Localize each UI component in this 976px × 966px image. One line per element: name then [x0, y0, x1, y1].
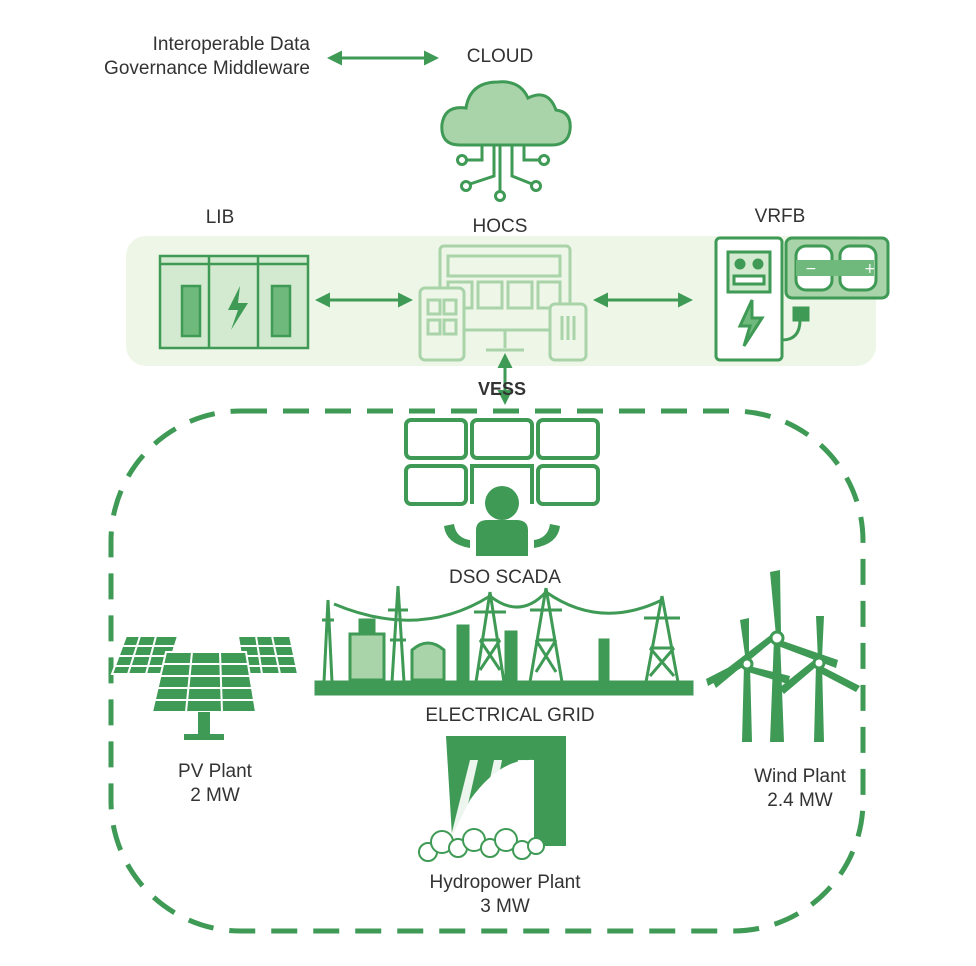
vess-dashed-boundary — [108, 408, 866, 934]
pv-plant-name: PV Plant — [178, 761, 252, 782]
pv-plant-capacity: 2 MW — [190, 785, 240, 806]
electrical-grid-icon — [314, 585, 694, 696]
middleware-label-line1: Interoperable Data — [152, 34, 310, 55]
wind-plant-name: Wind Plant — [754, 766, 846, 787]
scada-operator-icon — [404, 418, 600, 556]
hocs-devices-icon — [418, 244, 588, 362]
cloud-icon — [440, 80, 572, 202]
vrfb-battery-icon: − + — [714, 236, 890, 362]
hydropower-dam-icon — [418, 736, 566, 862]
hydro-plant-name: Hydropower Plant — [429, 872, 581, 893]
vess-label: VESS — [477, 379, 527, 399]
hocs-label: HOCS — [472, 216, 528, 237]
scada-label: DSO SCADA — [449, 567, 561, 588]
wind-turbines-icon — [706, 570, 860, 742]
solar-panels-icon — [110, 635, 300, 740]
hydro-plant-capacity: 3 MW — [480, 896, 530, 917]
wind-plant-capacity: 2.4 MW — [767, 790, 833, 811]
middleware-label-line2: Governance Middleware — [104, 58, 310, 79]
cloud-label: CLOUD — [466, 46, 534, 67]
wind-plant-label: Wind Plant 2.4 MW — [725, 765, 875, 813]
vrfb-label: VRFB — [754, 206, 806, 227]
hydro-plant-label: Hydropower Plant 3 MW — [390, 871, 620, 919]
lib-label: LIB — [205, 207, 235, 228]
pv-plant-label: PV Plant 2 MW — [150, 760, 280, 808]
grid-label: ELECTRICAL GRID — [425, 705, 595, 726]
middleware-label: Interoperable Data Governance Middleware — [40, 33, 310, 81]
svg-text:+: + — [864, 261, 876, 277]
battery-cabinet-icon — [158, 254, 310, 350]
svg-text:−: − — [805, 261, 817, 277]
